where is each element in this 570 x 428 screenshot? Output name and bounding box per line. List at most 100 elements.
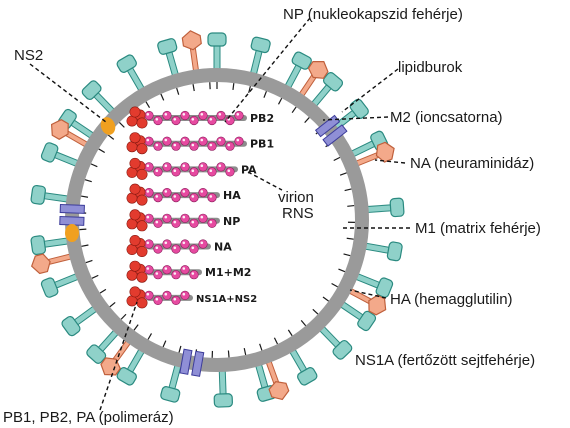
ha-spike <box>351 271 394 298</box>
rnp-segment-label: NA <box>214 241 232 254</box>
label-m2: M2 (ioncsatorna) <box>390 109 503 126</box>
na-spike <box>296 60 329 101</box>
rnp-segment: PB2 <box>126 106 274 129</box>
m1-protein <box>347 204 355 207</box>
rnp-segment: NS1A+NS2 <box>126 286 257 309</box>
m1-protein <box>192 83 195 92</box>
rnp-segment: M1+M2 <box>126 260 251 283</box>
virion-rns-label-2: RNS <box>282 205 314 222</box>
m1-protein <box>312 308 319 315</box>
ha-spike <box>249 36 271 79</box>
m2-channel <box>59 204 85 226</box>
m1-protein <box>248 85 251 94</box>
na-spike <box>351 141 395 168</box>
ha-spike <box>282 51 312 93</box>
m1-protein <box>339 172 347 176</box>
m1-protein <box>227 350 230 358</box>
m2-channel <box>314 114 348 147</box>
m1-protein <box>107 134 115 140</box>
m1-protein <box>90 163 98 168</box>
na-spike <box>50 119 92 150</box>
rnp-segment-label: PB1 <box>250 138 274 151</box>
ha-spike <box>116 54 147 95</box>
label-np: NP (nukleokapszid fehérje) <box>283 6 463 23</box>
label-m1: M1 (matrix fehérje) <box>415 220 541 237</box>
m1-protein <box>109 301 116 308</box>
label-ns2: NS2 <box>14 47 43 64</box>
m1-protein <box>85 259 93 264</box>
ha-spike <box>336 299 377 332</box>
m1-protein <box>277 97 283 105</box>
ha-spike <box>30 235 73 256</box>
m1-protein <box>147 333 153 340</box>
m2-ion-channels <box>59 114 348 377</box>
rnp-segment-label: M1+M2 <box>205 266 251 279</box>
na-spike <box>344 286 387 316</box>
rnp-segment: NA <box>126 235 232 258</box>
leader-na <box>374 159 406 164</box>
m1-protein <box>98 148 106 154</box>
na-spike <box>181 30 202 76</box>
m1-protein <box>84 179 92 183</box>
ha-spike <box>207 32 227 74</box>
m1-protein <box>81 244 89 247</box>
ha-spike <box>316 322 353 360</box>
label-na: NA (neuraminidáz) <box>410 155 534 172</box>
m1-protein <box>118 121 125 128</box>
rnp-segment: NP <box>126 209 240 232</box>
m1-protein <box>338 268 346 273</box>
m1-protein <box>273 337 279 345</box>
m1-protein <box>160 93 165 101</box>
m1-protein <box>133 324 139 331</box>
m1-protein <box>331 282 338 288</box>
m1-protein <box>232 82 235 91</box>
m1-protein <box>178 345 182 353</box>
rnp-segment: PB1 <box>126 132 274 155</box>
rnp-segment: PA <box>126 157 257 180</box>
m1-protein <box>333 156 341 162</box>
m1-protein <box>145 101 151 109</box>
m1-protein <box>176 87 180 95</box>
ha-spike <box>116 345 147 386</box>
leader-np <box>224 17 311 123</box>
m1-protein <box>259 343 263 351</box>
m1-protein <box>343 253 351 257</box>
rnp-segment-label: PA <box>241 163 257 176</box>
ha-spike <box>287 345 318 386</box>
label-ns1a: NS1A (fertőzött sejtfehérje) <box>355 352 535 369</box>
m1-protein <box>243 348 247 356</box>
leader-ns2 <box>29 63 107 123</box>
m1-protein <box>91 274 99 279</box>
ha-spike <box>362 197 405 218</box>
m1-protein <box>287 329 293 337</box>
ha-spike <box>213 366 233 408</box>
leader-lipid <box>341 68 399 113</box>
m1-matrix-layer <box>79 82 355 358</box>
m1-protein <box>322 296 329 302</box>
m1-protein <box>80 195 89 198</box>
label-lipid: lipidburok <box>398 59 463 76</box>
m1-protein <box>99 288 107 294</box>
m1-protein <box>344 188 352 192</box>
leader-m2 <box>322 116 389 121</box>
m1-protein <box>120 313 127 320</box>
rnp-segment-label: HA <box>223 189 241 202</box>
label-ha: HA (hemagglutilin) <box>390 291 513 308</box>
virion-rns-label-1: virion <box>278 189 314 206</box>
ha-spike <box>308 71 344 111</box>
rnp-segment: HA <box>126 183 241 206</box>
label-polymerase: PB1, PB2, PA (polimeráz) <box>3 409 174 426</box>
m2-channel <box>179 348 205 377</box>
rnp-segment-label: NS1A+NS2 <box>196 294 257 305</box>
rnp-segment-label: PB2 <box>250 112 274 125</box>
m1-protein <box>346 237 354 240</box>
ns2-protein-left <box>65 224 79 242</box>
leader-polymerase <box>99 301 138 411</box>
m1-protein <box>263 90 268 98</box>
na-spike <box>30 252 76 275</box>
rnp-segment-label: NP <box>223 215 240 228</box>
leader-ha <box>349 289 387 299</box>
m1-protein <box>304 117 310 124</box>
